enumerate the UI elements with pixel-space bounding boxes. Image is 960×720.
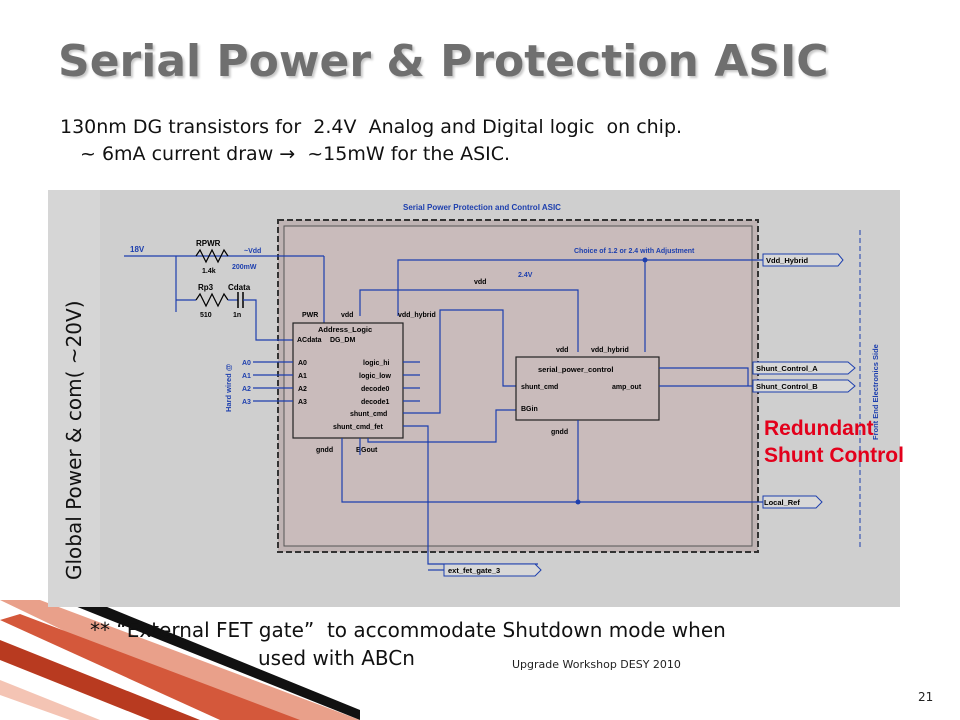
rpwr-label: RPWR: [196, 239, 221, 248]
block2-vdd: vdd: [556, 347, 568, 354]
block2-bgin: BGin: [521, 406, 538, 413]
redundant-line-2: Shunt Control: [764, 444, 904, 467]
v24-label: 2.4V: [518, 272, 533, 279]
workshop-footer: Upgrade Workshop DESY 2010: [512, 658, 681, 671]
note-line-2: used with ABCn: [258, 646, 415, 670]
port-shunt-control-a: Shunt_Control_A: [756, 364, 818, 373]
vdd-label: vdd: [474, 279, 486, 286]
block1-name-2: DG_DM: [330, 337, 355, 344]
cdata-value: 1n: [233, 312, 241, 319]
ext-a2: A2: [242, 386, 251, 393]
block1-acdata: ACdata: [297, 337, 322, 344]
block1-logic-hi: logic_hi: [363, 360, 390, 367]
rp3-label: Rp3: [198, 283, 214, 292]
block1-shunt-cmd: shunt_cmd: [350, 411, 387, 418]
block1-a1: A1: [298, 373, 307, 380]
note-line-1: ** “External FET gate” to accommodate Sh…: [90, 618, 726, 642]
hard-wired-label: Hard wired @: [224, 364, 233, 412]
slide-title: Serial Power & Protection ASIC: [58, 36, 829, 87]
redundant-shunt-label: Redundant Shunt Control: [764, 415, 904, 469]
rpwr-value: 1.4k: [202, 268, 216, 275]
body-line-2: ~ 6mA current draw → ~15mW for the ASIC.: [80, 143, 511, 165]
block1-decode0: decode0: [361, 386, 390, 393]
block1-pwr: PWR: [302, 312, 318, 319]
block1-vdd: vdd: [341, 312, 353, 319]
block1-bgout: BGout: [356, 447, 378, 454]
vdd-tilde-label: ~Vdd: [244, 248, 261, 255]
block2-name: serial_power_control: [538, 365, 613, 374]
redundant-line-1: Redundant: [764, 417, 874, 440]
port-ext-fet-gate: ext_fet_gate_3: [448, 566, 500, 575]
power-label: 200mW: [232, 264, 257, 271]
choice-label: Choice of 1.2 or 2.4 with Adjustment: [574, 248, 695, 255]
rp3-value: 510: [200, 312, 212, 319]
cdata-label: Cdata: [228, 283, 251, 292]
ext-a0: A0: [242, 360, 251, 367]
block2-gndd: gndd: [551, 429, 568, 436]
block2-vdd-hybrid: vdd_hybrid: [591, 347, 629, 354]
block2-amp-out: amp_out: [612, 384, 642, 391]
ext-a3: A3: [242, 399, 251, 406]
block1-vdd-hybrid: vdd_hybrid: [398, 312, 436, 319]
front-end-label: Front End Electronics Side: [871, 344, 880, 440]
schematic-diagram: Serial Power Protection and Control ASIC…: [48, 190, 900, 607]
ext-a1: A1: [242, 373, 251, 380]
body-line-1: 130nm DG transistors for 2.4V Analog and…: [60, 116, 683, 138]
block2-shunt-cmd: shunt_cmd: [521, 384, 558, 391]
decorative-stripes: [0, 600, 360, 720]
block1-shunt-cmd-fet: shunt_cmd_fet: [333, 424, 383, 431]
schematic-svg: Serial Power Protection and Control ASIC…: [48, 190, 880, 607]
block1-name-1: Address_Logic: [318, 325, 372, 334]
block1-a2: A2: [298, 386, 307, 393]
schematic-title: Serial Power Protection and Control ASIC: [403, 203, 561, 212]
block1-logic-low: logic_low: [359, 373, 391, 380]
block1-a0: A0: [298, 360, 307, 367]
port-vdd-hybrid: Vdd_Hybrid: [766, 256, 809, 265]
page-number: 21: [918, 690, 934, 704]
block1-a3: A3: [298, 399, 307, 406]
global-power-label: Global Power & com( ~20V): [62, 300, 86, 580]
port-shunt-control-b: Shunt_Control_B: [756, 382, 818, 391]
block1-decode1: decode1: [361, 399, 390, 406]
block1-gndd: gndd: [316, 447, 333, 454]
port-local-ref: Local_Ref: [764, 498, 800, 507]
supply-label: 18V: [130, 245, 145, 254]
